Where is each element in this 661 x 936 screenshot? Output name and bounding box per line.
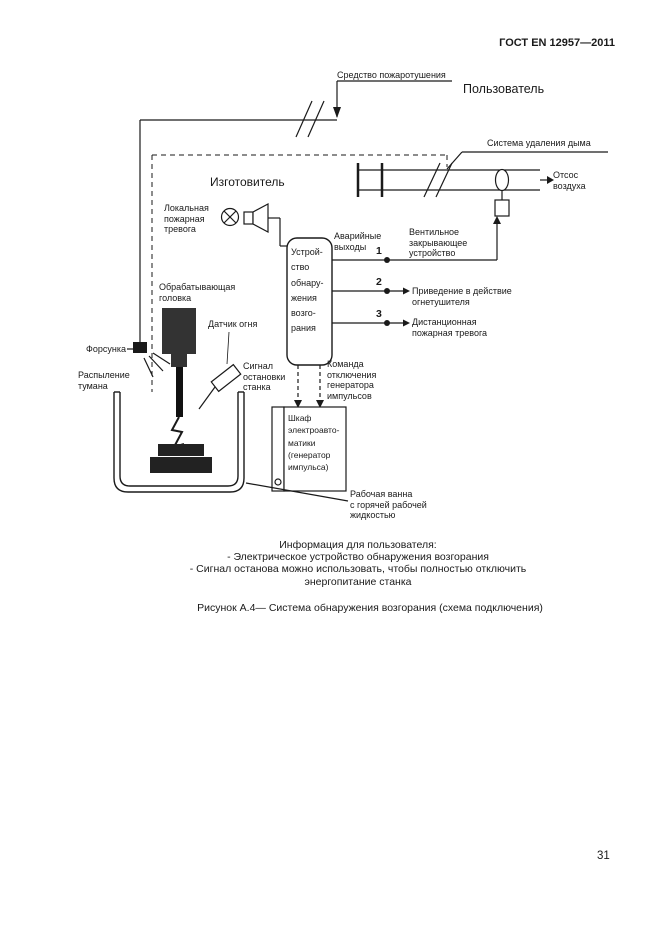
label-emergency-outputs: Аварийные выходы [334, 231, 382, 252]
label-cabinet: Шкаф электроавто- матики (генератор импу… [288, 413, 340, 473]
stop-signal-arrows [294, 365, 324, 408]
work-tank [113, 391, 245, 493]
label-smoke-removal-system: Система удаления дыма [487, 138, 591, 148]
document-header: ГОСТ EN 12957—2011 [499, 37, 615, 49]
flame-sensor-icon [198, 331, 242, 410]
manufacturer-boundary [151, 154, 448, 392]
output-number-3: 3 [376, 308, 382, 320]
diagram-canvas [113, 80, 608, 502]
page-number: 31 [597, 850, 610, 862]
output-number-2: 2 [376, 276, 382, 288]
horn-icon [243, 203, 287, 247]
spark-icon [170, 416, 185, 449]
smoke-duct [356, 162, 554, 198]
label-manufacturer-zone: Изготовитель [210, 175, 285, 189]
label-local-fire-alarm: Локальная пожарная тревога [164, 203, 209, 235]
bath-label-leader [245, 482, 349, 502]
label-valve-device: Вентильное закрывающее устройство [409, 227, 468, 259]
label-processing-head: Обрабатывающая головка [159, 282, 236, 303]
label-air-extraction: Отсос воздуха [553, 170, 586, 191]
figure-caption: Рисунок А.4— Система обнаружения возгора… [197, 602, 543, 614]
label-remote-fire-alarm: Дистанционная пожарная тревога [412, 317, 488, 338]
label-machine-stop-signal: Сигнал остановки станка [243, 361, 286, 393]
valve-icon [494, 168, 510, 217]
extinguishing-supply-line [139, 80, 452, 342]
output-number-1: 1 [376, 245, 382, 257]
label-mist-spray: Распыление тумана [78, 370, 130, 391]
label-pulse-generator-off: Команда отключения генератора импульсов [327, 359, 377, 401]
alarm-bell-icon [220, 207, 240, 227]
user-information-text: Информация для пользователя: - Электриче… [189, 539, 527, 588]
label-user-zone: Пользователь [463, 82, 545, 96]
label-extinguishing-agent: Средство пожаротушения [337, 70, 446, 80]
detection-device-box [286, 237, 333, 366]
smoke-label-leader [446, 151, 608, 170]
machining-head [162, 308, 196, 417]
workpiece [150, 444, 212, 473]
output-lines [332, 216, 501, 327]
cabinet-box [271, 406, 347, 492]
label-detection-device: Устрой- ство обнару- жения возго- рания [291, 247, 324, 334]
label-extinguisher-activation: Приведение в действие огнетушителя [412, 286, 512, 307]
label-flame-sensor: Датчик огня [208, 319, 258, 329]
label-nozzle: Форсунка [86, 344, 126, 354]
nozzle-icon [127, 342, 171, 378]
label-work-bath: Рабочая ванна с горячей рабочей жидкость… [350, 489, 427, 521]
